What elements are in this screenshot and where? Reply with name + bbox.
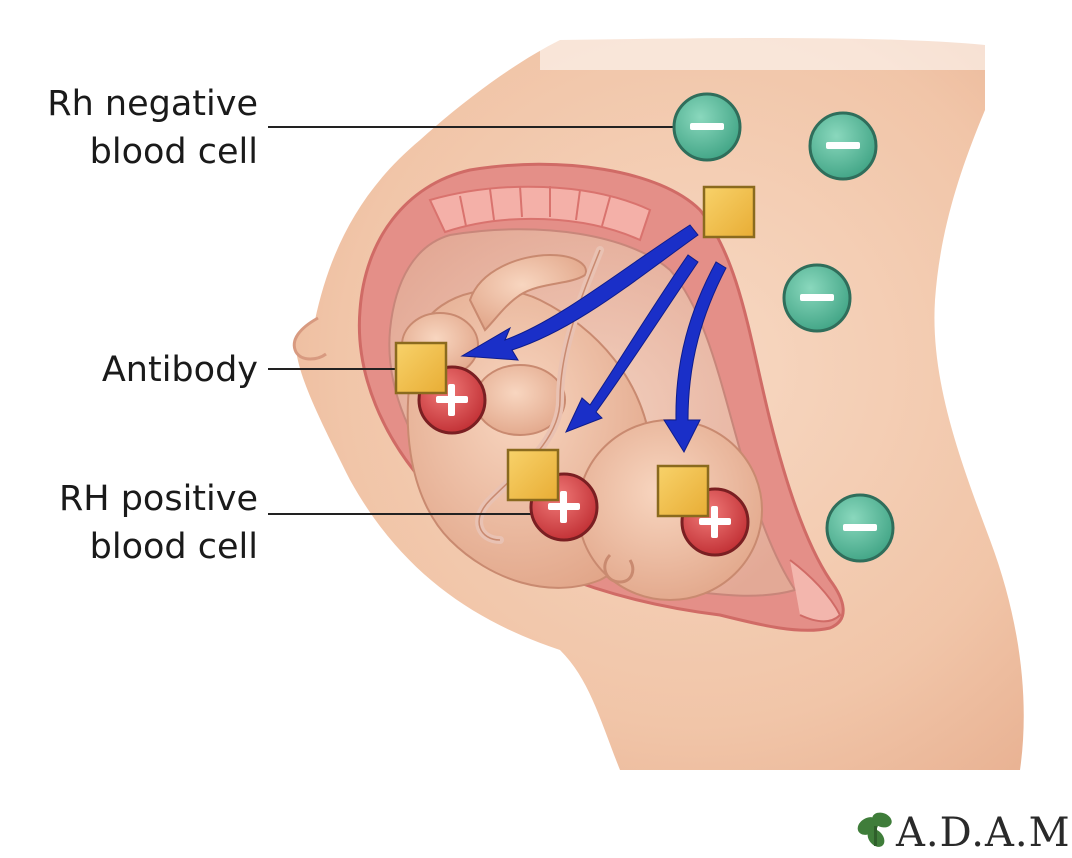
cervix	[789, 559, 842, 623]
rh-positive-label-line2: blood cell	[90, 527, 258, 567]
antibody-bound	[656, 464, 710, 518]
arrow-right	[663, 261, 727, 454]
adam-logo: A.D.A.M.	[857, 810, 1072, 856]
logo-leaf-icon	[857, 812, 892, 847]
rh-negative-cell	[825, 493, 895, 563]
rh-negative-label-line2: blood cell	[90, 132, 258, 172]
antibody-arrows	[460, 224, 727, 454]
placenta-lobes	[459, 185, 611, 227]
rh-negative-label-line1: Rh negative	[47, 84, 258, 124]
logo-text: A.D.A.M.	[895, 810, 1072, 856]
antibody-bound	[506, 448, 560, 502]
rh-negative-cell	[672, 92, 742, 162]
body-top-fade	[540, 30, 1000, 70]
antibody-bound	[394, 341, 448, 395]
fetus-leg	[468, 253, 587, 332]
fetus-ear	[603, 553, 635, 584]
placenta	[428, 185, 652, 242]
arrow-left	[460, 224, 699, 361]
breast-outline	[292, 316, 327, 361]
rh-positive-label-line1: RH positive	[59, 479, 258, 519]
arrow-middle	[565, 254, 699, 433]
rh-negative-cell	[782, 263, 852, 333]
antibodies	[394, 185, 756, 518]
antibody-free	[702, 185, 756, 239]
antibody-label: Antibody	[102, 350, 258, 390]
rh-negative-cells	[672, 92, 895, 563]
rh-negative-cell	[808, 111, 878, 181]
